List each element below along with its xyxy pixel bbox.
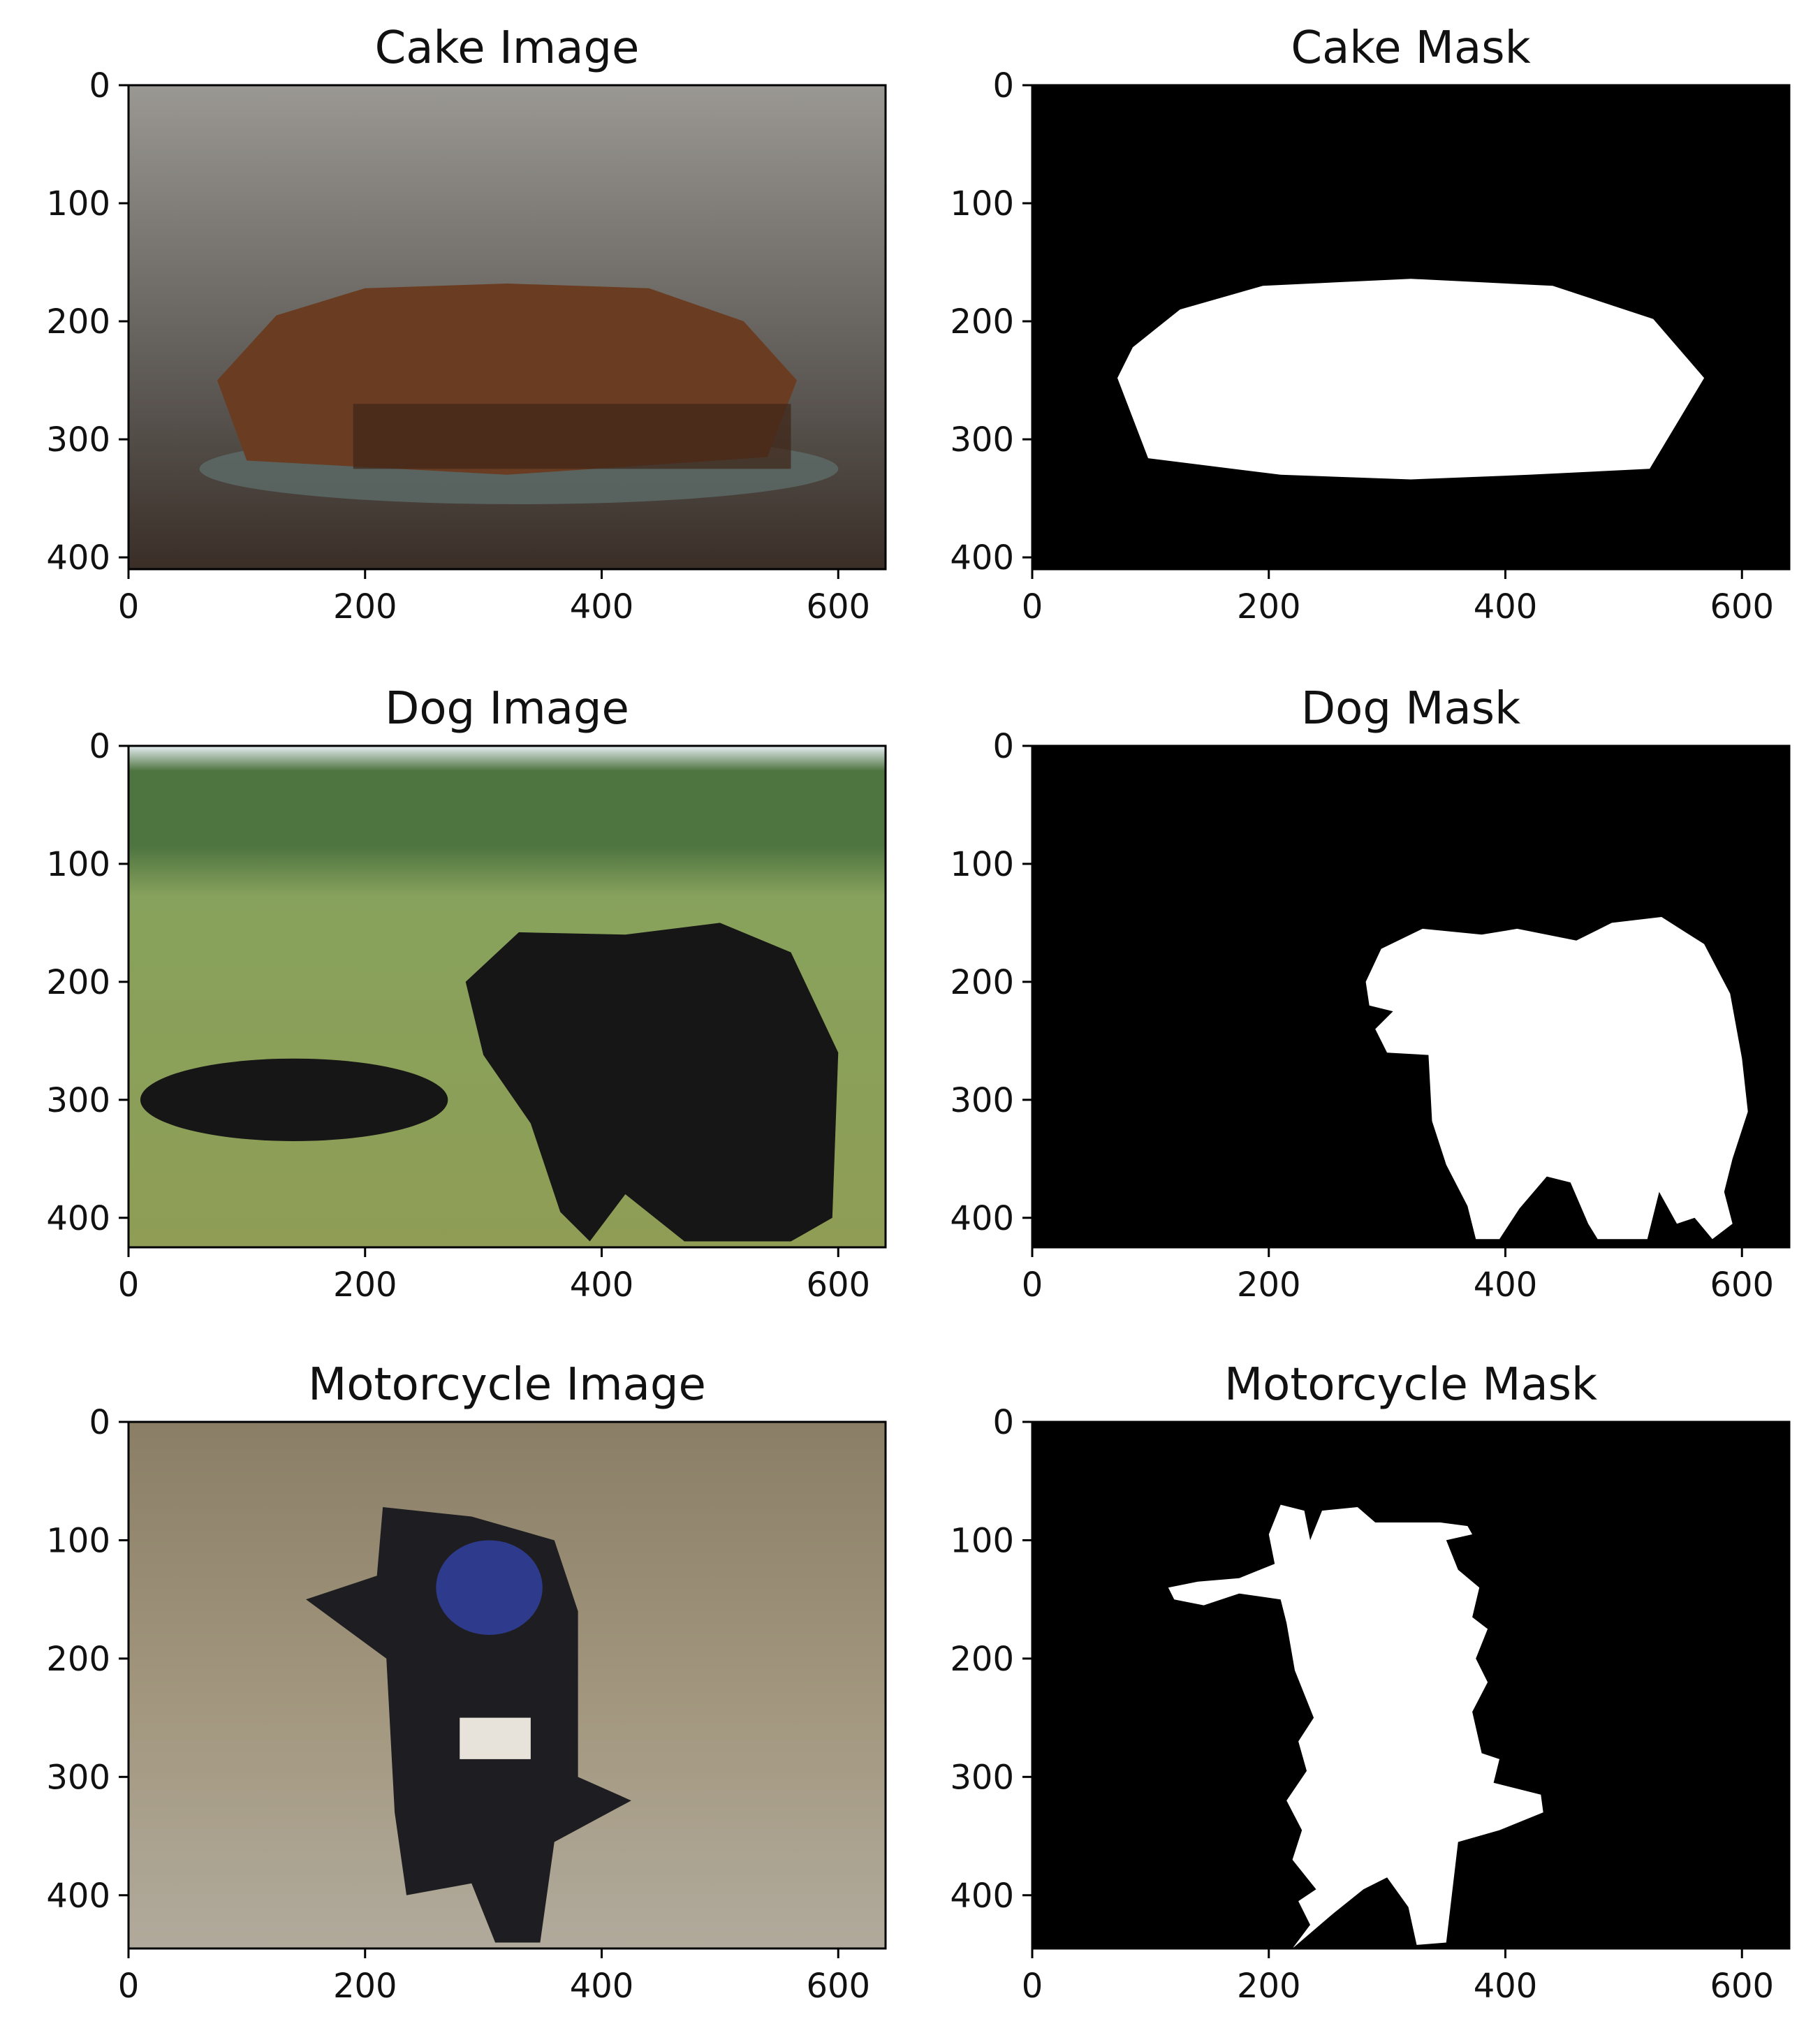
cake-image-panel: Cake Image 0 200 400 600 0 100 200 300 400 bbox=[46, 22, 887, 626]
panel-title: Dog Mask bbox=[1301, 683, 1520, 735]
axes-frame bbox=[127, 84, 887, 571]
motorcycle-image-image-area bbox=[129, 1422, 886, 1948]
panel-title: Cake Mask bbox=[1291, 22, 1530, 74]
y-tick-label: 200 bbox=[950, 963, 1014, 1002]
x-tick-label: 600 bbox=[1710, 1265, 1774, 1305]
photo-subject bbox=[465, 923, 839, 1242]
y-tick-label: 200 bbox=[46, 963, 110, 1002]
x-tick-label: 400 bbox=[1474, 587, 1538, 626]
panel-title: Motorcycle Mask bbox=[1224, 1359, 1597, 1411]
y-tick-label: 400 bbox=[46, 1877, 110, 1916]
x-tick-label: 400 bbox=[570, 587, 634, 626]
cake-image-image-area bbox=[129, 85, 886, 569]
y-tick-label: 200 bbox=[46, 1640, 110, 1679]
y-tick-label: 300 bbox=[950, 1081, 1014, 1120]
x-tick-label: 0 bbox=[118, 587, 140, 626]
axes-frame bbox=[1031, 84, 1791, 571]
x-tick-label: 400 bbox=[570, 1265, 634, 1305]
x-tick-label: 200 bbox=[1237, 1967, 1301, 2006]
mask-region bbox=[1168, 1504, 1543, 1948]
panel-title: Cake Image bbox=[375, 22, 640, 74]
x-tick-label: 400 bbox=[570, 1967, 634, 2006]
y-tick-label: 300 bbox=[46, 420, 110, 460]
x-tick-label: 600 bbox=[1710, 1967, 1774, 2006]
x-tick-label: 0 bbox=[1022, 1265, 1043, 1305]
y-tick-label: 400 bbox=[46, 1199, 110, 1238]
x-tick-label: 400 bbox=[1474, 1265, 1538, 1305]
x-tick-label: 200 bbox=[333, 1265, 397, 1305]
dog-image-panel: Dog Image 0 200 400 600 0 100 200 300 400 bbox=[46, 683, 887, 1305]
axes-frame bbox=[127, 1421, 887, 1950]
x-tick-label: 200 bbox=[1237, 1265, 1301, 1305]
x-tick-label: 400 bbox=[1474, 1967, 1538, 2006]
cake-mask-image-area bbox=[1032, 85, 1789, 569]
axes-frame bbox=[127, 744, 887, 1249]
x-tick-label: 600 bbox=[806, 587, 870, 626]
mask-region bbox=[1365, 917, 1748, 1240]
y-tick-label: 200 bbox=[950, 1640, 1014, 1679]
photo-subject-shadow bbox=[353, 404, 791, 469]
y-tick-label: 300 bbox=[950, 420, 1014, 460]
mask-region bbox=[1117, 279, 1705, 480]
x-tick-label: 200 bbox=[333, 1967, 397, 2006]
y-tick-label: 400 bbox=[950, 1877, 1014, 1916]
y-tick-label: 100 bbox=[46, 184, 110, 223]
axes-frame bbox=[1031, 1421, 1791, 1950]
motorcycle-image-panel: Motorcycle Image 0 200 400 600 0 100 200 300 400 bbox=[46, 1359, 887, 2006]
y-tick-label: 400 bbox=[46, 538, 110, 578]
photo-highlight bbox=[460, 1717, 531, 1759]
y-tick-label: 300 bbox=[46, 1758, 110, 1797]
y-tick-label: 300 bbox=[950, 1758, 1014, 1797]
x-tick-label: 200 bbox=[333, 587, 397, 626]
y-tick-label: 0 bbox=[992, 1403, 1014, 1442]
y-tick-label: 200 bbox=[950, 302, 1014, 342]
y-tick-label: 400 bbox=[950, 1199, 1014, 1238]
y-tick-label: 100 bbox=[950, 184, 1014, 223]
y-tick-label: 0 bbox=[89, 1403, 110, 1442]
y-tick-label: 200 bbox=[46, 302, 110, 342]
y-tick-label: 100 bbox=[46, 845, 110, 884]
photo-second-subject bbox=[140, 1058, 448, 1141]
panel-title: Dog Image bbox=[385, 683, 629, 735]
motorcycle-mask-image-area bbox=[1032, 1422, 1789, 1948]
motorcycle-mask-panel: Motorcycle Mask 0 200 400 600 0 100 200 300 400 bbox=[950, 1359, 1791, 2006]
y-tick-label: 0 bbox=[992, 66, 1014, 105]
y-tick-label: 0 bbox=[89, 66, 110, 105]
photo-accent bbox=[436, 1540, 543, 1635]
x-tick-label: 200 bbox=[1237, 587, 1301, 626]
y-tick-label: 100 bbox=[950, 1521, 1014, 1560]
x-tick-label: 600 bbox=[806, 1265, 870, 1305]
dog-mask-panel: Dog Mask 0 200 400 600 0 100 200 300 400 bbox=[950, 683, 1791, 1305]
y-tick-label: 0 bbox=[89, 727, 110, 766]
y-tick-label: 0 bbox=[992, 727, 1014, 766]
y-tick-label: 400 bbox=[950, 538, 1014, 578]
axes-frame bbox=[1031, 744, 1791, 1249]
x-tick-label: 0 bbox=[118, 1967, 140, 2006]
y-tick-label: 300 bbox=[46, 1081, 110, 1120]
x-tick-label: 0 bbox=[118, 1265, 140, 1305]
y-tick-label: 100 bbox=[46, 1521, 110, 1560]
cake-mask-panel: Cake Mask 0 200 400 600 0 100 200 300 400 bbox=[950, 22, 1791, 626]
x-tick-label: 0 bbox=[1022, 587, 1043, 626]
x-tick-label: 600 bbox=[806, 1967, 870, 2006]
y-tick-label: 100 bbox=[950, 845, 1014, 884]
x-tick-label: 0 bbox=[1022, 1967, 1043, 2006]
dog-mask-image-area bbox=[1032, 746, 1789, 1247]
dog-image-image-area bbox=[129, 746, 886, 1247]
panel-title: Motorcycle Image bbox=[308, 1359, 706, 1411]
x-tick-label: 600 bbox=[1710, 587, 1774, 626]
